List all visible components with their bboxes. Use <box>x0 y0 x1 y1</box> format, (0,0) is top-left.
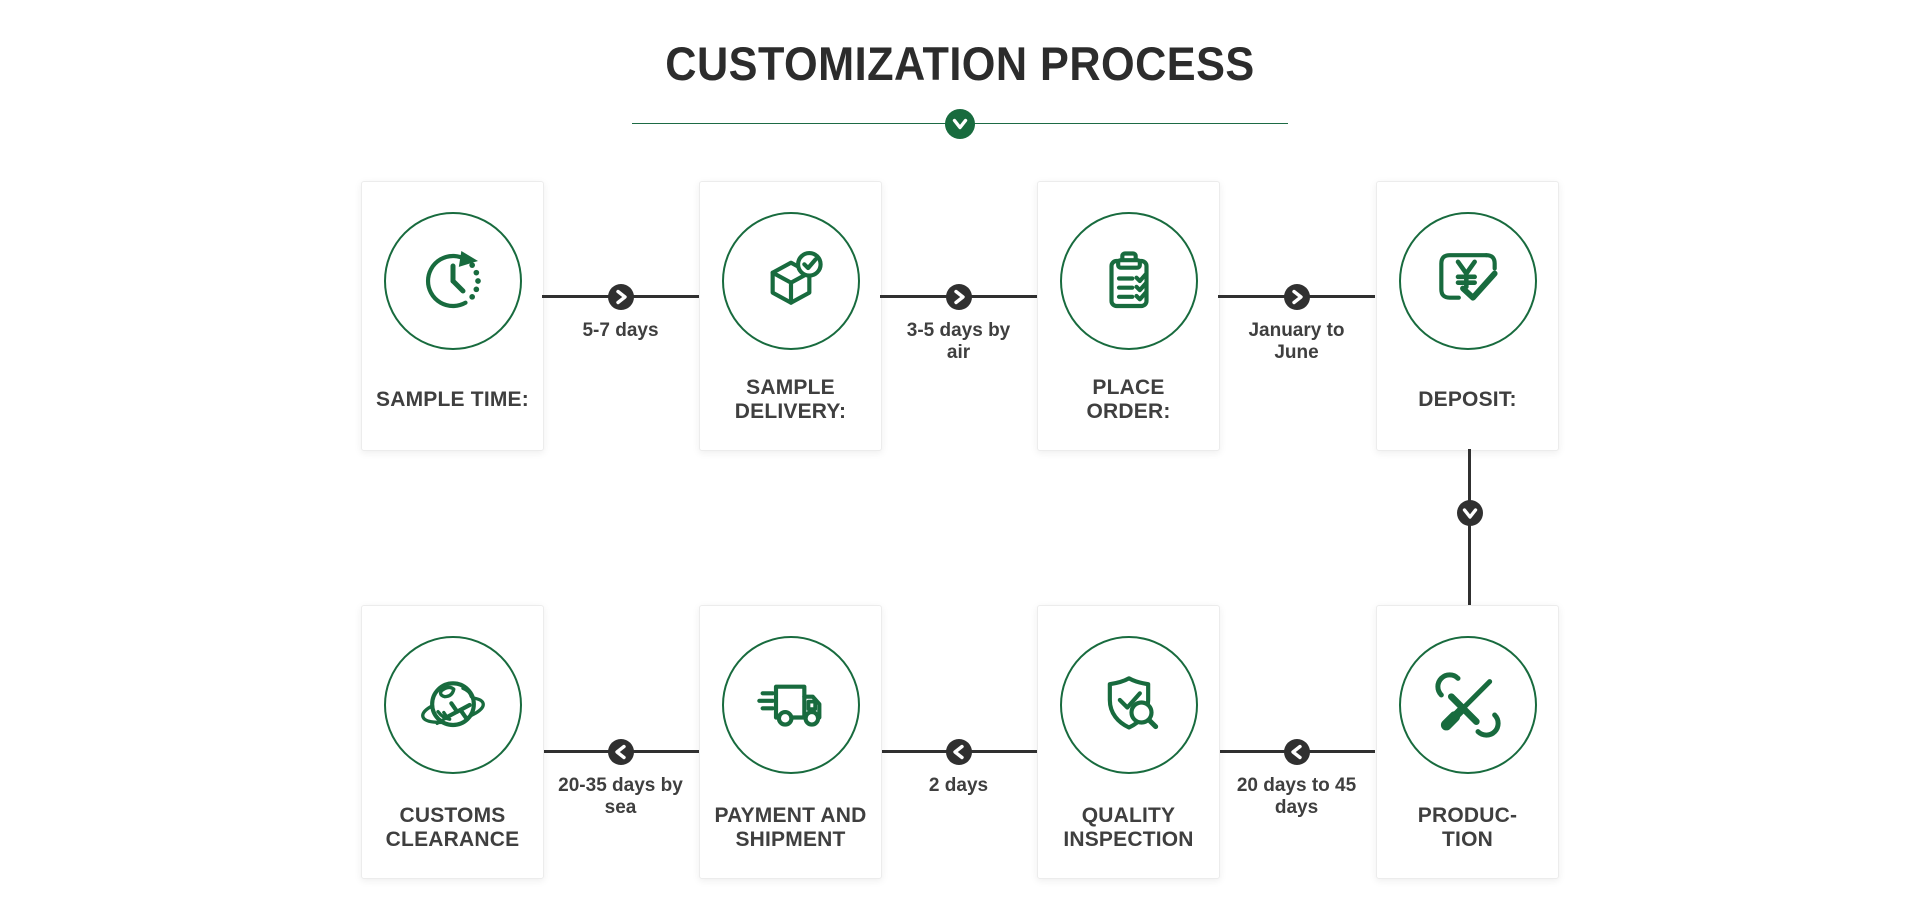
connector-sample-time-to-sample-delivery: 5-7 days <box>542 284 699 374</box>
clipboard-checklist-icon <box>1059 212 1198 350</box>
step-card-quality-inspection: QUALITY INSPECTION <box>1037 605 1220 879</box>
connector-production-to-quality-inspection: 20 days to 45 days <box>1218 739 1375 829</box>
step-label: PAYMENT AND SHIPMENT <box>714 803 867 851</box>
step-card-payment-shipment: PAYMENT AND SHIPMENT <box>699 605 882 879</box>
chevron-right-icon <box>1283 284 1310 310</box>
step-card-production: PRODUC- TION <box>1376 605 1559 879</box>
box-check-icon <box>721 212 860 350</box>
title-divider <box>632 109 1288 139</box>
yen-payment-check-icon <box>1398 212 1537 350</box>
step-label: DEPOSIT: <box>1418 387 1517 411</box>
wrench-screwdriver-icon <box>1398 636 1537 774</box>
connector-label: 5-7 days <box>582 320 659 341</box>
connector-label: 20-35 days by sea <box>558 775 683 818</box>
chevron-left-icon <box>945 739 972 765</box>
chevron-down-icon <box>945 109 975 139</box>
step-card-deposit: DEPOSIT: <box>1376 181 1559 451</box>
connector-place-order-to-deposit: January to June <box>1218 284 1375 374</box>
connector-label: 20 days to 45 days <box>1236 775 1357 818</box>
connector-payment-shipment-to-customs-clearance: 20-35 days by sea <box>542 739 699 829</box>
step-label: CUSTOMS CLEARANCE <box>385 803 520 851</box>
chevron-down-icon <box>1456 500 1483 526</box>
connector-sample-delivery-to-place-order: 3-5 days by air <box>880 284 1037 374</box>
step-label: PLACE ORDER: <box>1086 375 1171 423</box>
connector-label: 2 days <box>928 775 989 796</box>
connector-label: January to June <box>1248 320 1345 363</box>
chevron-right-icon <box>607 284 634 310</box>
step-label: PRODUC- TION <box>1417 803 1518 851</box>
connector-label: 3-5 days by air <box>906 320 1011 363</box>
step-label: SAMPLE DELIVERY: <box>734 375 847 423</box>
delivery-truck-icon <box>721 636 860 774</box>
page-title: CUSTOMIZATION PROCESS <box>665 37 1255 90</box>
shield-check-magnifier-icon <box>1059 636 1198 774</box>
step-label: QUALITY INSPECTION <box>1063 803 1194 851</box>
globe-airplane-icon <box>383 636 522 774</box>
step-card-sample-time: SAMPLE TIME: <box>361 181 544 451</box>
step-card-place-order: PLACE ORDER: <box>1037 181 1220 451</box>
chevron-right-icon <box>945 284 972 310</box>
connector-deposit-to-production <box>1456 449 1483 605</box>
chevron-left-icon <box>1283 739 1310 765</box>
step-card-customs-clearance: CUSTOMS CLEARANCE <box>361 605 544 879</box>
clock-history-icon <box>383 212 522 350</box>
step-card-sample-delivery: SAMPLE DELIVERY: <box>699 181 882 451</box>
chevron-left-icon <box>607 739 634 765</box>
connector-quality-inspection-to-payment-shipment: 2 days <box>880 739 1037 829</box>
step-label: SAMPLE TIME: <box>376 387 529 411</box>
